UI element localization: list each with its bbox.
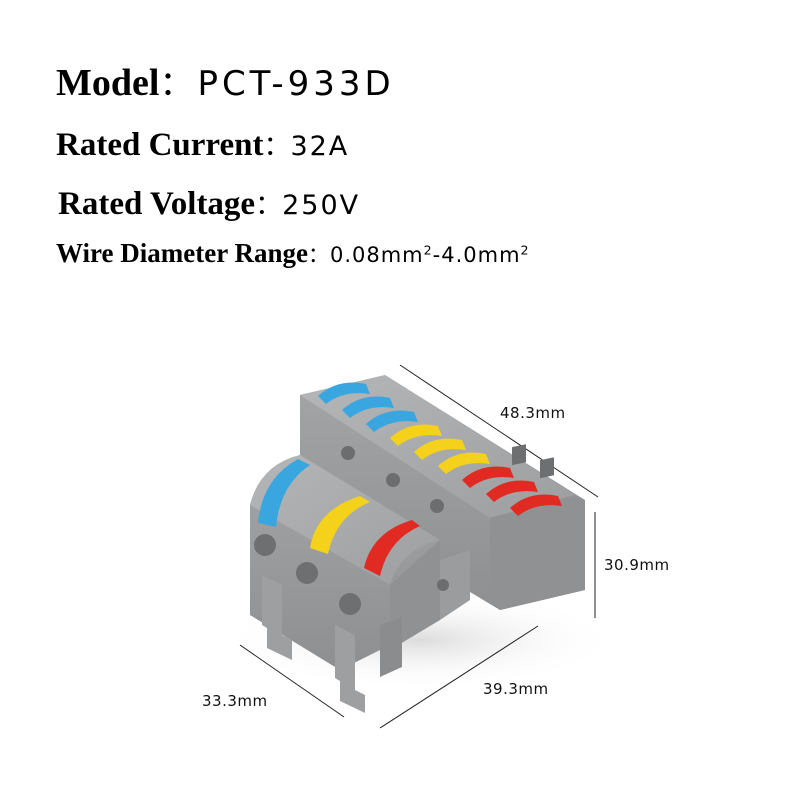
spec-model-label: Model: [56, 62, 160, 104]
spec-rated-voltage: Rated Voltage：250V: [58, 183, 360, 223]
spec-wire-diameter: Wire Diameter Range：0.08mm2-4.0mm2: [56, 238, 530, 269]
wire-entry-holes: [254, 534, 361, 615]
spec-rated-current-label: Rated Current: [56, 127, 264, 163]
dimension-line-depth: [239, 644, 345, 718]
exponent: 2: [423, 242, 433, 258]
top-levers: [318, 382, 562, 516]
spec-model-value: PCT-933D: [197, 64, 395, 104]
connector-front-block: [250, 455, 470, 670]
separator: ：: [263, 131, 291, 162]
wire-max: 4.0mm: [441, 243, 521, 267]
dimension-height-label: 30.9mm: [604, 556, 670, 574]
dimension-length-label: 48.3mm: [500, 404, 566, 422]
spec-model: Model：PCT-933D: [56, 56, 395, 105]
spec-rated-current-value: 32A: [290, 131, 350, 162]
din-rail-feet: [262, 575, 402, 713]
separator: ：: [255, 190, 283, 221]
spec-rated-current: Rated Current：32A: [56, 124, 349, 164]
spec-rated-voltage-label: Rated Voltage: [58, 186, 256, 222]
wire-min: 0.08mm: [329, 243, 424, 267]
mount-holes: [341, 446, 444, 513]
spec-rated-voltage-value: 250V: [282, 190, 361, 221]
separator: ：: [159, 64, 198, 104]
spec-wire-diameter-label: Wire Diameter Range: [56, 238, 308, 268]
exponent: 2: [520, 242, 530, 258]
spec-wire-diameter-value: 0.08mm2-4.0mm2: [329, 242, 530, 267]
range-separator: -: [432, 243, 442, 267]
dimension-depth-label: 33.3mm: [202, 692, 268, 710]
dimension-line-length: [399, 364, 599, 498]
dimension-line-width: [379, 625, 539, 729]
dimension-width-label: 39.3mm: [483, 680, 549, 698]
front-levers: [258, 459, 420, 576]
separator: ：: [307, 243, 330, 267]
